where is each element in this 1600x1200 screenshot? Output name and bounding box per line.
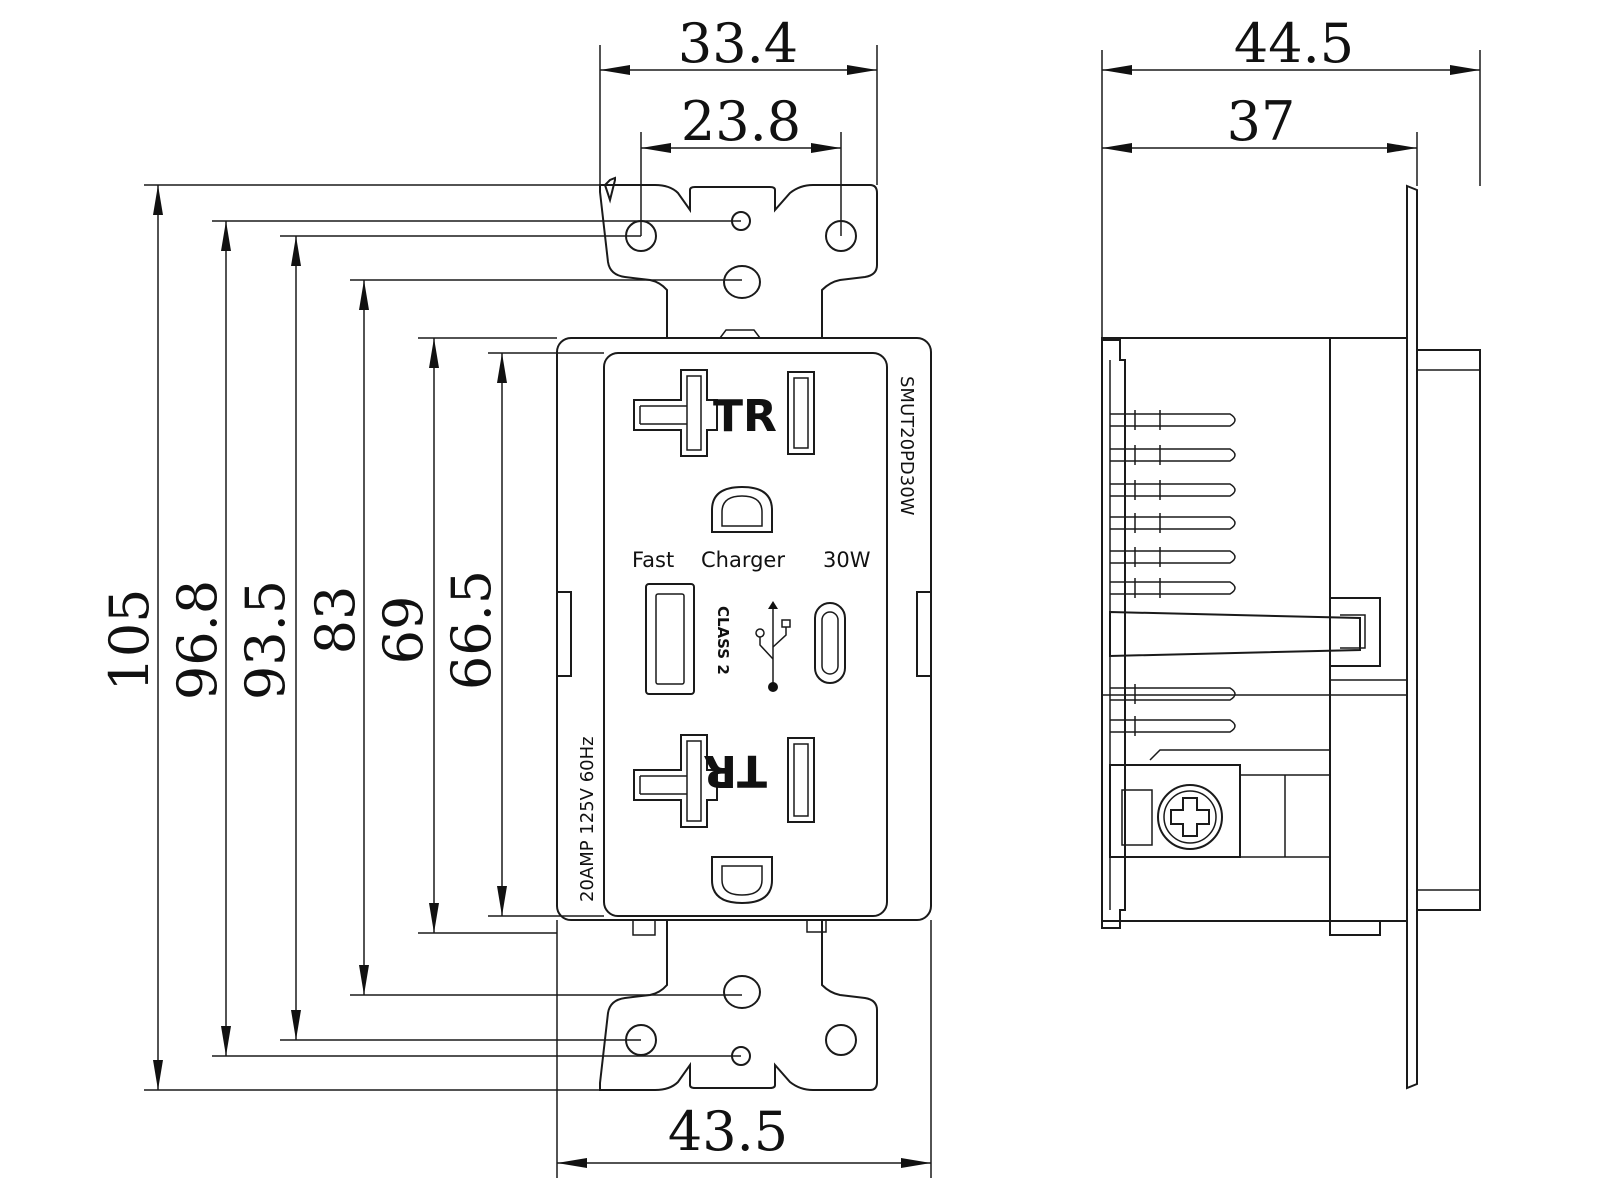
front-view: TR Fast Charger 30W CLASS 2 [556,176,932,1091]
charger-label: Charger [701,548,785,572]
side-clip-right [916,591,932,677]
side-front-body [1329,337,1408,922]
usb-c-port [814,602,846,684]
ground-pin-top [711,485,773,533]
bottom-mounting-strap [599,919,878,1091]
side-clip-left [556,591,572,677]
hot-slot-bottom [787,737,815,823]
bottom-outlet: TR [633,734,815,905]
terminal-pins [1110,410,1236,736]
watts-label: 30W [823,548,871,572]
class2-label: CLASS 2 [714,606,732,675]
side-clip-bar [1109,610,1361,658]
side-view [1101,184,1481,1090]
dim-83: 83 [304,586,367,655]
dim-37: 37 [1227,90,1296,153]
usb-icon [755,601,791,692]
hot-slot-top [787,371,815,455]
tr-mark-bottom: TR [703,745,767,796]
dim-43-5: 43.5 [668,1100,788,1163]
dim-69: 69 [372,596,435,665]
side-strap [1406,184,1418,1090]
dim-44-5: 44.5 [1234,12,1354,75]
dim-33-4: 33.4 [678,12,798,75]
model-label: SMUT20PD30W [896,376,917,516]
neutral-slot-bottom [633,734,718,828]
screw-icon [1109,764,1331,858]
rating-label: 20AMP 125V 60Hz [577,736,598,902]
tr-mark-top: TR [713,391,777,442]
mounting-slot-top [723,265,761,299]
side-dimensions: 44.5 37 [1101,12,1481,340]
mounting-slot-bottom [723,975,761,1009]
top-outlet: TR [633,369,815,533]
ground-pin-bottom [711,856,773,905]
neutral-slot-top [633,369,718,457]
dim-23-8: 23.8 [681,90,801,153]
dim-105: 105 [98,588,161,691]
fast-label: Fast [632,548,674,572]
dim-66-5: 66.5 [440,570,503,690]
receptacle-face [603,352,888,917]
strap-hole-right-bottom [825,1024,857,1056]
usb-a-port [645,583,695,695]
dim-96-8: 96.8 [166,580,229,700]
dim-93-5: 93.5 [234,580,297,700]
side-face [1416,349,1481,911]
front-dimensions: 33.4 23.8 105 96.8 93.5 83 69 [98,12,932,1178]
